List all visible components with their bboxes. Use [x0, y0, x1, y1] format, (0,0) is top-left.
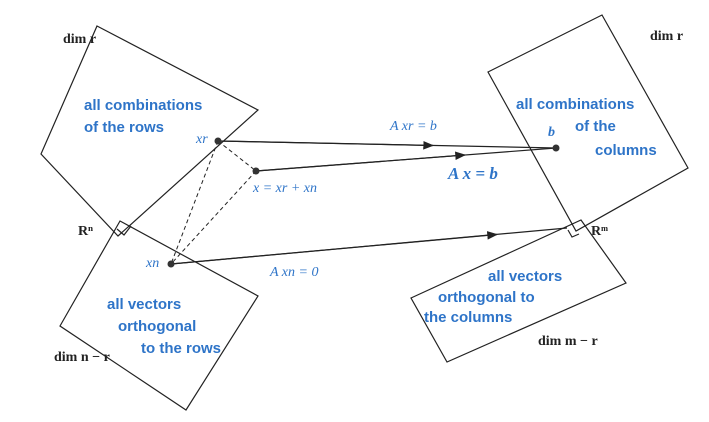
axr-equation: A xr = b	[389, 119, 437, 134]
null-space-rectangle	[59, 220, 259, 411]
dashed-x-to-xn	[170, 170, 257, 265]
left-right-angle-marker	[116, 225, 132, 236]
column-space-label-line1: all combinations	[516, 96, 634, 113]
column-space-rectangle	[487, 14, 689, 232]
dim-row-space-label: dim r	[63, 32, 96, 47]
x-sum-label: x = xr + xn	[252, 181, 317, 196]
null-space-label-line1: all vectors	[107, 296, 181, 313]
left-null-space-label-line3: the columns	[424, 309, 512, 326]
left-null-space-label-line2: orthogonal to	[438, 289, 535, 306]
rn-label: Rⁿ	[78, 224, 93, 239]
xr-label: xr	[195, 132, 208, 147]
b-point	[552, 144, 560, 152]
right-angle-marker	[567, 229, 580, 238]
dim-column-space-label: dim r	[650, 29, 683, 44]
dashed-xr-to-x	[217, 140, 257, 172]
arrow-axn-head	[170, 231, 499, 265]
column-space-label-line3: columns	[595, 142, 657, 159]
arrow-axr-head	[217, 140, 435, 150]
x-point	[252, 167, 260, 175]
ax-equation: A x = b	[447, 164, 498, 183]
xr-point	[214, 137, 222, 145]
dim-left-null-space-label: dim m − r	[538, 334, 598, 349]
rm-label: Rᵐ	[591, 224, 608, 239]
column-space-label-line2: of the	[575, 118, 616, 135]
null-space-label-line3: to the rows	[141, 340, 221, 357]
axn-equation: A xn = 0	[269, 265, 318, 280]
b-label: b	[548, 125, 555, 140]
xn-label: xn	[145, 256, 159, 271]
dashed-xr-to-xn	[170, 140, 219, 265]
left-null-space-rectangle	[410, 219, 627, 363]
left-null-space-label-line1: all vectors	[488, 268, 562, 285]
dim-null-space-label: dim n − r	[54, 350, 110, 365]
null-space-label-line2: orthogonal	[118, 318, 196, 335]
xn-point	[167, 260, 175, 268]
row-space-label-line1: all combinations	[84, 97, 202, 114]
row-space-rectangle	[40, 25, 260, 237]
arrow-ax-head	[255, 151, 467, 172]
row-space-label-line2: of the rows	[84, 119, 164, 136]
